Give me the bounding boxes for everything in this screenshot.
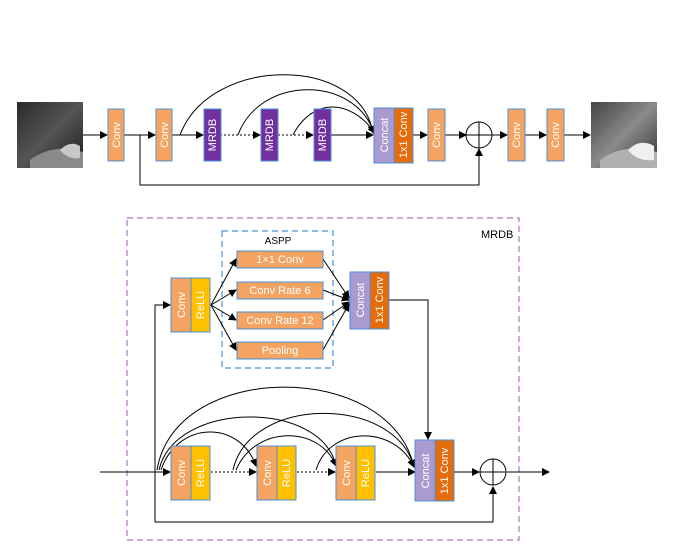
conv-relu-block: Conv ReLU <box>170 277 211 333</box>
svg-text:Conv Rate 12: Conv Rate 12 <box>246 315 313 327</box>
sum-node <box>465 121 493 149</box>
output-image <box>591 102 657 168</box>
svg-text:Conv: Conv <box>111 122 123 148</box>
input-image <box>17 102 83 168</box>
svg-text:Concat: Concat <box>420 454 432 489</box>
concat-block: Concat <box>373 107 395 164</box>
aspp-branch: 1×1 Conv <box>236 250 324 269</box>
conv-block: Conv <box>546 108 565 162</box>
aspp-title: ASPP <box>265 236 292 247</box>
conv-block: Conv <box>107 108 125 162</box>
svg-text:Conv: Conv <box>511 122 523 148</box>
svg-text:Conv: Conv <box>341 460 353 486</box>
mrdb-block: MRDB <box>313 108 332 162</box>
svg-text:MRDB: MRDB <box>207 119 219 151</box>
concat-conv1x1-block: Concat 1x1 Conv <box>349 271 390 330</box>
svg-text:1x1 Conv: 1x1 Conv <box>439 447 451 494</box>
conv-block: Conv <box>155 108 173 162</box>
conv-relu-block: Conv ReLU <box>170 445 211 501</box>
svg-text:Conv: Conv <box>176 460 188 486</box>
svg-text:Conv Rate 6: Conv Rate 6 <box>249 285 310 297</box>
svg-text:1×1 Conv: 1×1 Conv <box>256 254 304 266</box>
mrdb-title: MRDB <box>481 229 513 241</box>
aspp-frame <box>221 230 334 369</box>
relu-block <box>355 445 376 501</box>
svg-text:Conv: Conv <box>262 460 274 486</box>
svg-text:ReLU: ReLU <box>195 459 207 487</box>
svg-text:Conv: Conv <box>159 122 171 148</box>
conv-block: Conv <box>507 108 526 162</box>
svg-text:1x1 Conv: 1x1 Conv <box>374 276 386 323</box>
aspp-branch: Pooling <box>236 341 324 360</box>
relu-block <box>190 277 211 333</box>
conv-relu-block: Conv ReLU <box>256 445 297 501</box>
mrdb-detail: MRDB ASPP Conv ReLU 1×1 Conv Conv Rate 6 <box>100 217 550 541</box>
svg-text:ReLU: ReLU <box>281 459 293 487</box>
mrdb-block: MRDB <box>260 108 279 162</box>
relu-block <box>190 445 211 501</box>
conv1x1-block <box>369 271 390 330</box>
svg-text:ReLU: ReLU <box>195 291 207 319</box>
svg-text:MRDB: MRDB <box>317 119 329 151</box>
svg-text:ReLU: ReLU <box>360 459 372 487</box>
svg-text:Conv: Conv <box>550 122 562 148</box>
mrdb-frame <box>126 217 520 541</box>
aspp-branch: Conv Rate 6 <box>236 281 324 300</box>
sum-node <box>479 458 507 486</box>
concat-conv1x1-block: Concat 1x1 Conv <box>414 439 455 502</box>
svg-text:Concat: Concat <box>379 118 391 153</box>
svg-text:Pooling: Pooling <box>262 345 299 357</box>
conv-relu-block: Conv ReLU <box>335 445 376 501</box>
aspp-branch: Conv Rate 12 <box>236 311 324 330</box>
svg-text:Conv: Conv <box>431 122 443 148</box>
relu-block <box>276 445 297 501</box>
mrdb-block: MRDB <box>203 108 222 162</box>
conv1x1-block: 1x1 Conv <box>393 107 414 164</box>
conv-block: Conv <box>427 108 446 162</box>
conv1x1-block <box>434 439 455 502</box>
svg-text:Concat: Concat <box>355 283 367 318</box>
svg-text:1x1 Conv: 1x1 Conv <box>398 111 410 158</box>
svg-text:MRDB: MRDB <box>264 119 276 151</box>
svg-text:Conv: Conv <box>176 292 188 318</box>
top-network: Conv Conv MRDB MRDB MRDB Concat 1x1 Conv <box>17 74 657 186</box>
